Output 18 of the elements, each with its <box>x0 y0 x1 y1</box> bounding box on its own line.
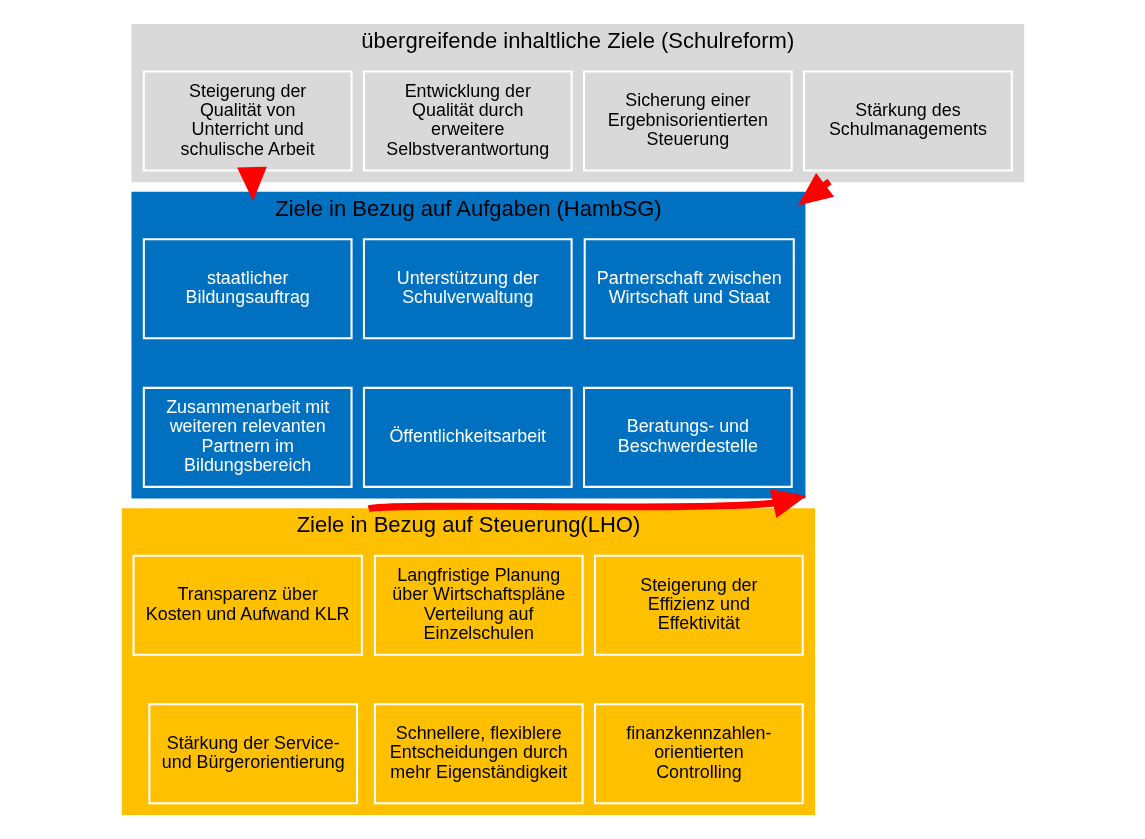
node-box: Stärkung des Schulmanagements <box>802 70 1013 172</box>
arrow <box>367 489 806 519</box>
node-box: Sicherung einer Ergebnisorientierten Steuerung <box>582 70 793 172</box>
node-box: Schnellere, flexiblere Entscheidungen durch mehr Eigenständigkeit <box>373 703 584 805</box>
node-box: Zusammenarbeit mit weiteren relevanten Partnern im Bildungsbereich <box>142 386 353 488</box>
node-box: staatlicher Bildungsauftrag <box>142 238 353 340</box>
node-box: Unterstützung der Schulverwaltung <box>362 238 573 340</box>
node-box: Steigerung der Qualität von Unterricht und schulische Arbeit <box>142 70 353 172</box>
node-box: Transparenz über Kosten und Aufwand KLR <box>132 554 363 656</box>
node-box: finanzkennzahlen- orientierten Controlling <box>593 703 804 805</box>
node-box: Entwicklung der Qualität durch erweitere Selbstverantwortung <box>362 70 573 172</box>
arrow <box>236 166 267 202</box>
node-box: Langfristige Planung über Wirtschaftspläne Verteilung auf Einzelschulen <box>373 554 584 656</box>
node-box: Öffentlichkeitsarbeit <box>362 386 573 488</box>
node-box: Beratungs- und Beschwerdestelle <box>582 386 793 488</box>
node-box: Stärkung der Service- und Bürgerorientierung <box>147 703 358 805</box>
node-box: Partnerschaft zwischen Wirtschaft und Staat <box>583 238 795 340</box>
node-box: Steigerung der Effizienz und Effektivität <box>593 554 804 656</box>
